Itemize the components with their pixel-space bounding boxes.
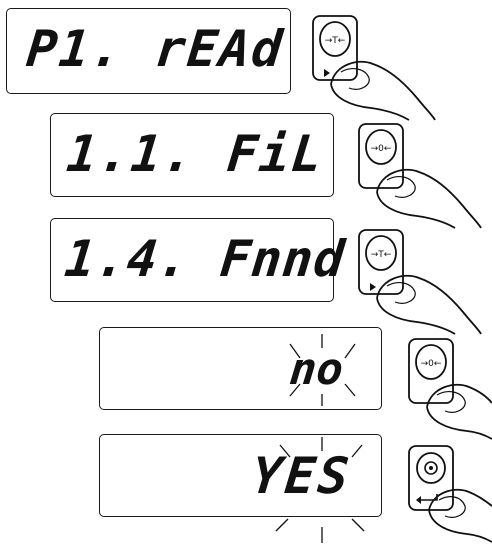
- blink-rays-icon: [275, 437, 365, 543]
- zero-key-label: →0←: [371, 144, 392, 154]
- display-text-step-5: YES: [248, 447, 355, 505]
- zero-key-label: →0←: [421, 359, 442, 369]
- display-text-step-1: P1. rEAd: [23, 20, 287, 78]
- finger-icon: [376, 168, 482, 229]
- tare-key-step-1[interactable]: →T←: [311, 14, 436, 122]
- display-step-3: 1.4. Fnnd: [50, 218, 348, 302]
- tare-key-icon: →T←: [312, 15, 358, 81]
- zero-key-icon: →0←: [408, 338, 454, 404]
- tare-key-step-3[interactable]: →T←: [357, 228, 482, 336]
- blink-rays-icon: [289, 334, 356, 406]
- tare-key-icon: →T←: [358, 229, 404, 295]
- display-text-step-3: 1.4. Fnnd: [61, 230, 348, 288]
- finger-icon: [330, 60, 436, 121]
- finger-icon: [428, 488, 492, 543]
- finger-icon: [426, 383, 492, 440]
- zero-key-icon: →0←: [358, 123, 404, 189]
- display-text-step-2: 1.1. FiL: [63, 125, 327, 183]
- display-step-1: P1. rEAd: [6, 8, 291, 94]
- enter-key-icon: [408, 445, 454, 511]
- zero-key-step-4[interactable]: →0←: [407, 337, 492, 445]
- display-step-2: 1.1. FiL: [50, 113, 334, 197]
- finger-icon: [376, 274, 482, 335]
- tare-key-label: →T←: [325, 36, 346, 46]
- enter-key-step-5[interactable]: [407, 444, 492, 547]
- display-step-4: no: [99, 327, 382, 410]
- zero-key-step-2[interactable]: →0←: [357, 122, 482, 230]
- display-text-step-4: no: [287, 344, 346, 395]
- display-step-5: YES: [99, 434, 382, 543]
- tare-key-label: →T←: [371, 250, 392, 260]
